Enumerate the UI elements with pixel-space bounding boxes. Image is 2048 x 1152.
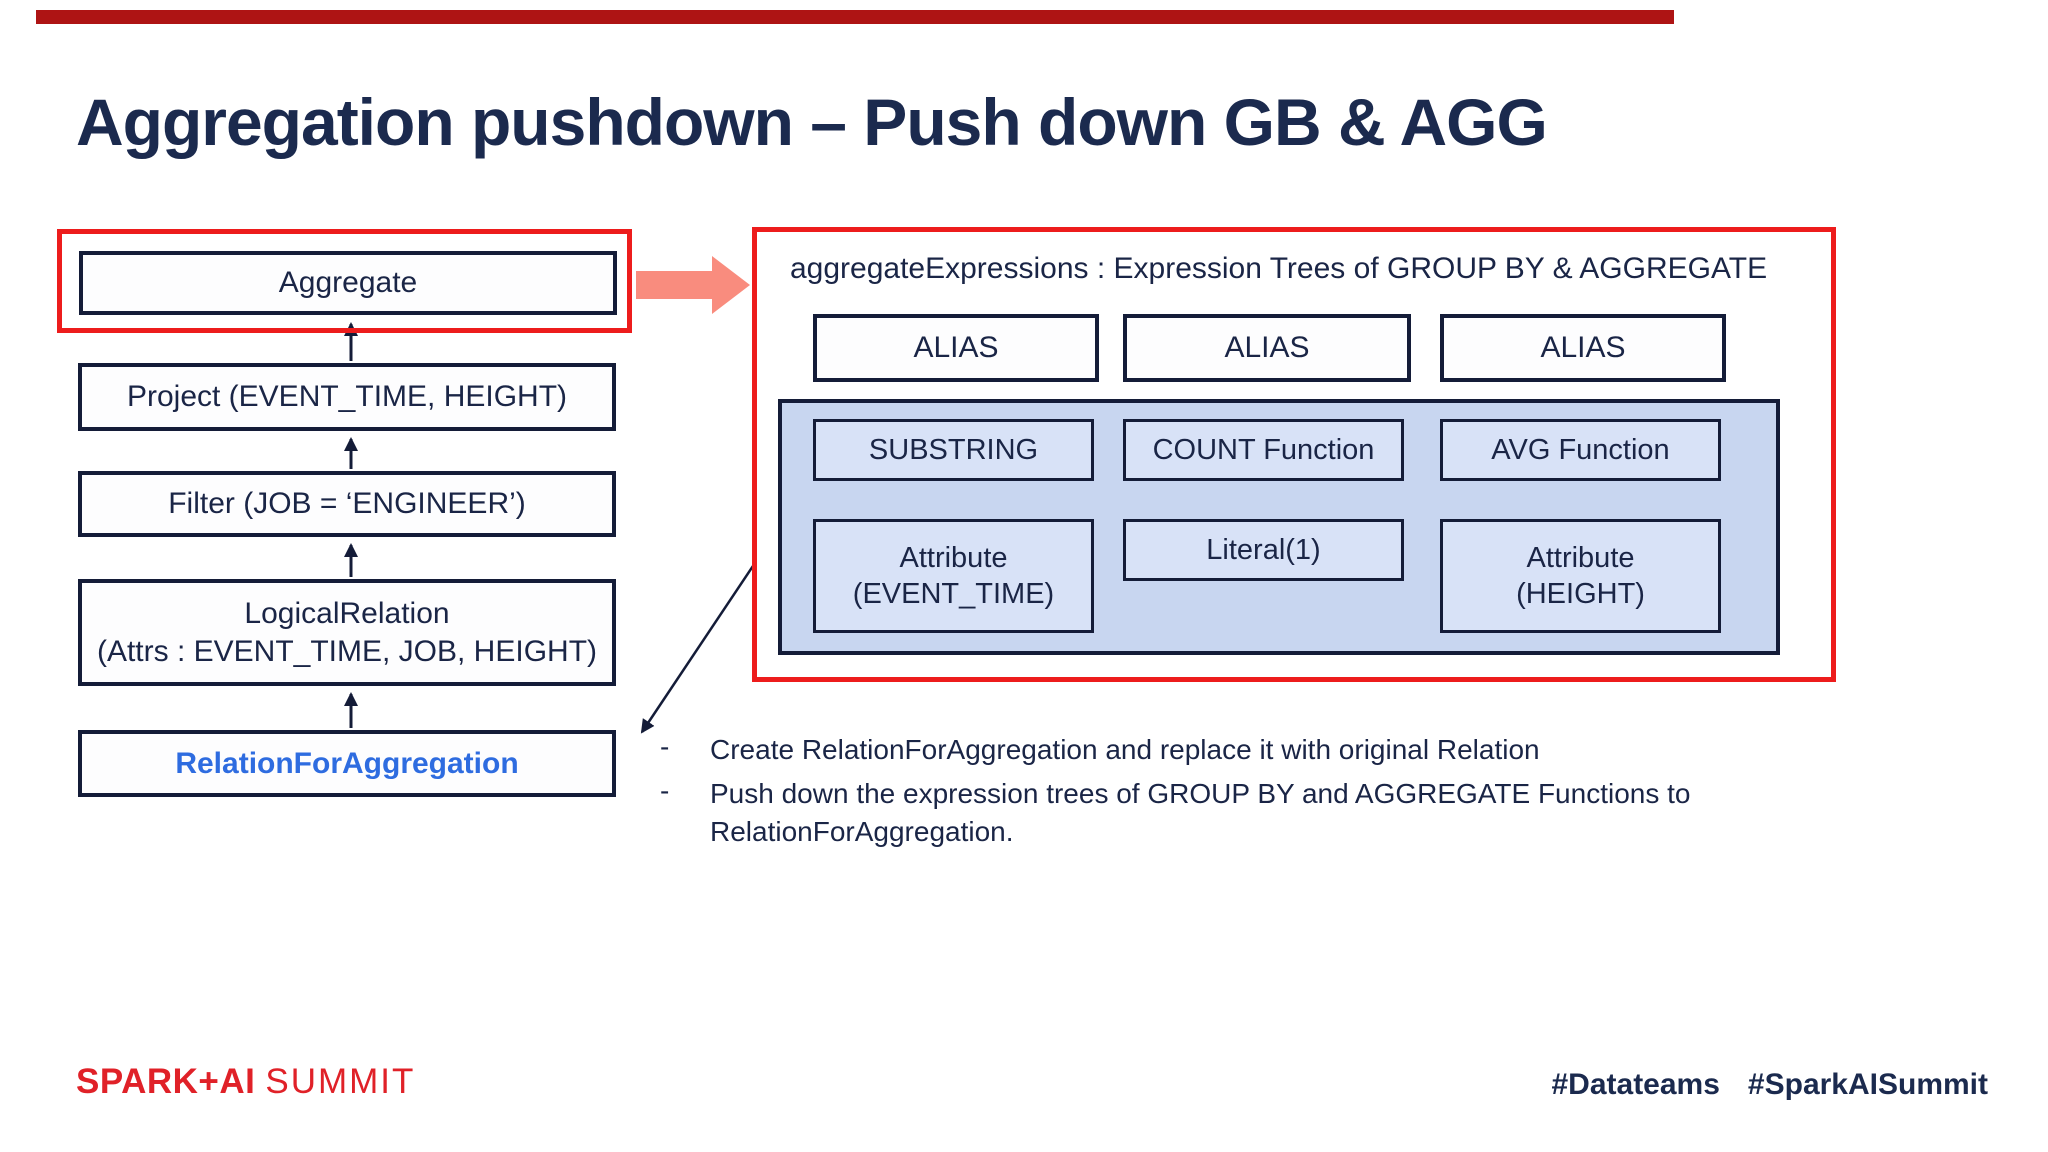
leaf-box-attribute-height: Attribute (HEIGHT): [1440, 519, 1721, 633]
node-filter-label: Filter (JOB = ‘ENGINEER’): [168, 487, 526, 521]
leaf-box-literal: Literal(1): [1123, 519, 1404, 581]
node-aggregate-label: Aggregate: [278, 266, 418, 300]
node-relation-for-aggregation: RelationForAggregation: [78, 730, 616, 797]
alias-box-1: ALIAS: [813, 314, 1099, 382]
function-box-substring: SUBSTRING: [813, 419, 1094, 481]
pushdown-arrow-icon: [636, 256, 750, 314]
slide-title: Aggregation pushdown – Push down GB & AG…: [76, 85, 1548, 159]
expression-panel-header: aggregateExpressions : Expression Trees …: [790, 252, 1768, 285]
footer-hashtags: #Datateams #SparkAISummit: [1551, 1068, 1988, 1102]
top-red-bar: [36, 10, 1674, 24]
alias-box-3: ALIAS: [1440, 314, 1726, 382]
alias-box-1-label: ALIAS: [913, 331, 999, 365]
node-aggregate: Aggregate: [79, 251, 617, 315]
note-text: Create RelationForAggregation and replac…: [710, 734, 1540, 765]
alias-box-2: ALIAS: [1123, 314, 1411, 382]
node-logical-relation-label: LogicalRelation (Attrs : EVENT_TIME, JOB…: [96, 597, 598, 668]
note-dash: -: [660, 775, 670, 806]
node-logical-relation: LogicalRelation (Attrs : EVENT_TIME, JOB…: [78, 579, 616, 686]
notes-list: - Create RelationForAggregation and repl…: [660, 731, 1820, 857]
note-dash: -: [660, 731, 670, 762]
leaf-box-attribute-event-time: Attribute (EVENT_TIME): [813, 519, 1094, 633]
logo-summit: SUMMIT: [265, 1062, 416, 1101]
leaf-box-attribute-height-label: Attribute (HEIGHT): [1516, 541, 1645, 610]
node-filter: Filter (JOB = ‘ENGINEER’): [78, 471, 616, 537]
alias-box-2-label: ALIAS: [1224, 331, 1310, 365]
logo-spark-ai: SPARK+AI: [76, 1062, 256, 1101]
note-text: Push down the expression trees of GROUP …: [710, 778, 1691, 847]
aggregate-highlight-box: [57, 229, 632, 333]
function-box-substring-label: SUBSTRING: [868, 433, 1039, 466]
leaf-box-literal-label: Literal(1): [1206, 533, 1321, 566]
note-item: - Create RelationForAggregation and repl…: [660, 731, 1820, 769]
alias-box-3-label: ALIAS: [1540, 331, 1626, 365]
hashtag-sparkaisummit: #SparkAISummit: [1747, 1068, 1988, 1101]
hashtag-datateams: #Datateams: [1551, 1068, 1720, 1101]
node-project-label: Project (EVENT_TIME, HEIGHT): [126, 380, 568, 414]
node-project: Project (EVENT_TIME, HEIGHT): [78, 363, 616, 431]
function-box-avg: AVG Function: [1440, 419, 1721, 481]
function-box-count-label: COUNT Function: [1152, 433, 1375, 466]
function-box-count: COUNT Function: [1123, 419, 1404, 481]
note-item: - Push down the expression trees of GROU…: [660, 775, 1820, 851]
node-relation-for-aggregation-label: RelationForAggregation: [175, 746, 519, 780]
leaf-box-attribute-event-time-label: Attribute (EVENT_TIME): [852, 541, 1055, 610]
function-box-avg-label: AVG Function: [1491, 433, 1670, 466]
